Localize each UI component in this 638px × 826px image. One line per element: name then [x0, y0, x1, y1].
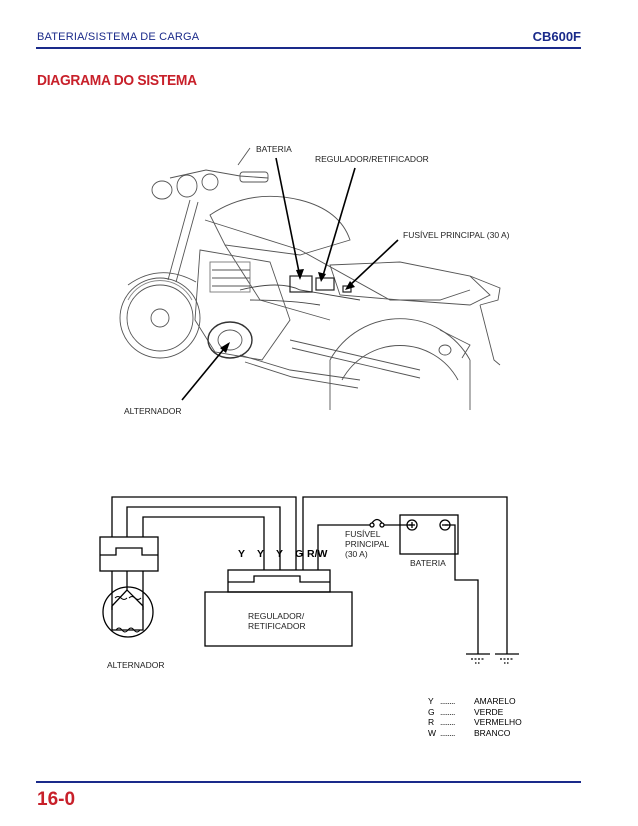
- legend-row: R ........ VERMELHO: [428, 717, 522, 728]
- legend-code: G: [428, 706, 435, 717]
- battery-label: BATERIA: [410, 558, 446, 568]
- battery-symbol: [399, 514, 459, 555]
- legend-color: VERDE: [474, 706, 504, 717]
- callout-arrowheads: [220, 269, 355, 353]
- page-number: 16-0: [37, 789, 76, 810]
- wire-code-rw: R/W: [307, 548, 328, 560]
- fuse-label-line2: PRINCIPAL: [345, 539, 390, 549]
- label-main-fuse: FUSÍVEL PRINCIPAL (30 A): [403, 230, 510, 240]
- alternator-connector: [99, 536, 159, 610]
- legend-code: Y: [428, 696, 434, 706]
- legend-row: G ........ VERDE: [428, 707, 522, 718]
- label-battery: BATERIA: [256, 144, 292, 154]
- wire-code-y2: Y: [257, 548, 264, 560]
- legend-dots: ........: [440, 727, 455, 738]
- legend-code: W: [428, 727, 437, 738]
- legend-dots: ........: [440, 696, 455, 706]
- color-legend: Y ........ AMARELO G ........ VERDE R ..…: [428, 696, 522, 738]
- regulator-label-line1: REGULADOR/: [248, 611, 305, 621]
- ground-symbols: [466, 653, 519, 664]
- fuse-label-line1: FUSÍVEL: [345, 529, 381, 539]
- footer-rule: [36, 781, 581, 783]
- legend-color: VERMELHO: [474, 717, 522, 727]
- wire-code-g: G: [295, 548, 303, 560]
- label-alternator: ALTERNADOR: [124, 406, 181, 416]
- regulator-symbol: [204, 569, 353, 647]
- header-section-title: BATERIA/SISTEMA DE CARGA: [37, 31, 200, 43]
- header-model: CB600F: [532, 29, 581, 44]
- legend-dots: ........: [440, 706, 455, 717]
- page-title: DIAGRAMA DO SISTEMA: [37, 72, 197, 89]
- alternator-label: ALTERNADOR: [107, 660, 164, 670]
- legend-row: W ........ BRANCO: [428, 728, 522, 739]
- alternator-symbol: [102, 586, 154, 638]
- fuse-symbol: [369, 518, 385, 528]
- wire-code-y3: Y: [276, 548, 283, 560]
- wire-code-y1: Y: [238, 548, 245, 560]
- legend-color: BRANCO: [474, 727, 511, 738]
- schematic-wires: [111, 496, 508, 654]
- legend-dots: ........: [440, 717, 455, 727]
- legend-row: Y ........ AMARELO: [428, 696, 522, 707]
- regulator-label-line2: RETIFICADOR: [248, 621, 306, 631]
- fuse-label-line3: (30 A): [345, 549, 368, 559]
- label-regulator: REGULADOR/RETIFICADOR: [315, 154, 429, 164]
- legend-color: AMARELO: [474, 696, 516, 706]
- header-rule: [36, 47, 581, 49]
- callout-lines: [181, 157, 399, 401]
- motorcycle-illustration: [119, 147, 501, 410]
- legend-code: R: [428, 717, 435, 727]
